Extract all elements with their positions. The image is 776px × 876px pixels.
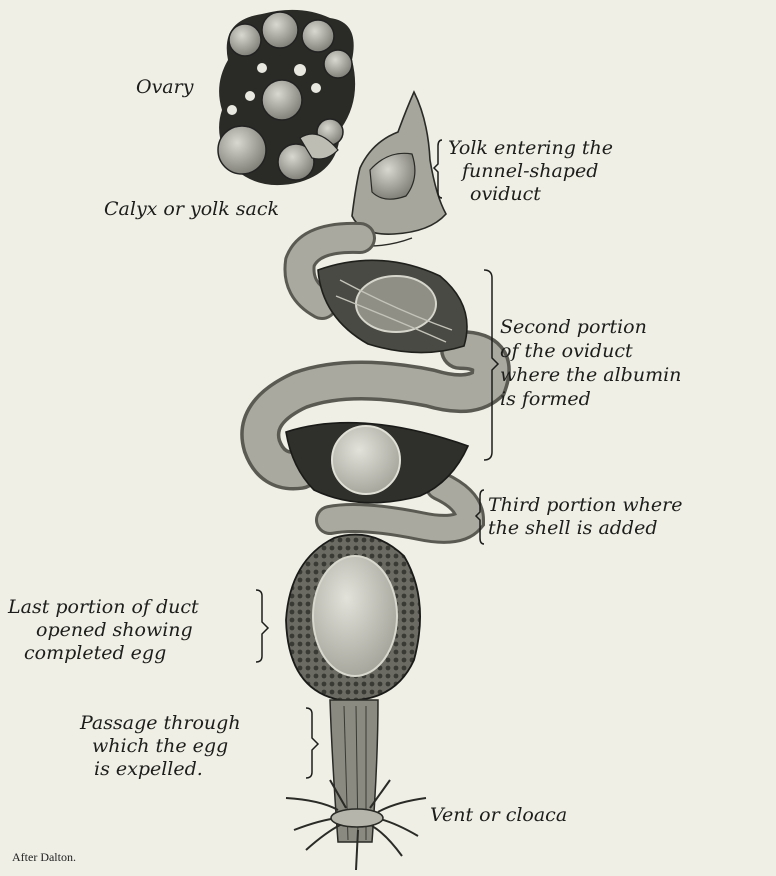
credit: After Dalton. xyxy=(12,850,76,865)
albumin-section xyxy=(318,260,467,352)
label-yolk-entering: Yolk entering the funnel-shaped oviduct xyxy=(448,137,613,206)
label-passage: Passage through which the egg is expelle… xyxy=(80,712,241,781)
label-second-portion: Second portion of the oviduct where the … xyxy=(500,315,681,411)
label-calyx: Calyx or yolk sack xyxy=(104,198,279,221)
completed-egg-section xyxy=(286,535,420,701)
passage-and-vent xyxy=(286,700,426,870)
bracket-passage xyxy=(306,708,318,778)
label-vent: Vent or cloaca xyxy=(430,804,567,827)
ovary-cluster xyxy=(218,10,355,185)
label-third-portion: Third portion where the shell is added xyxy=(488,494,682,540)
label-last-portion: Last portion of duct opened showing comp… xyxy=(8,596,199,665)
label-ovary: Ovary xyxy=(136,76,193,99)
bracket-last xyxy=(256,590,268,662)
